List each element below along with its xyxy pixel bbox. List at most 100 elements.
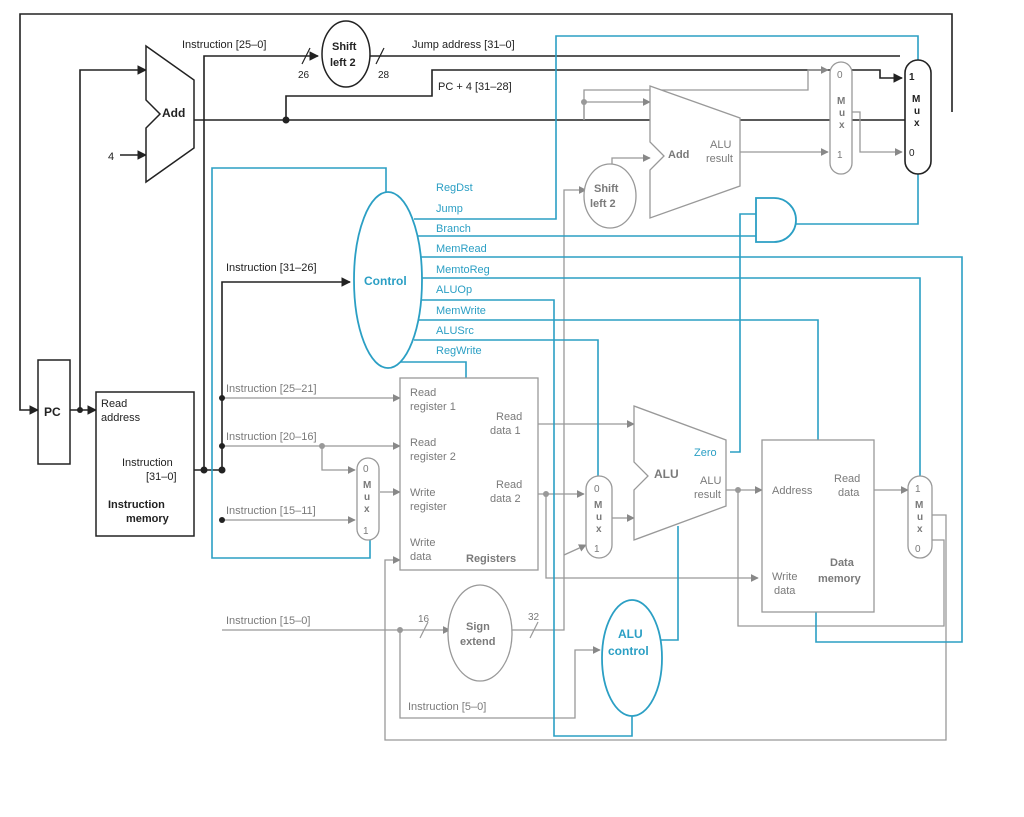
dm-title-a: Data <box>830 557 855 569</box>
signal-branch: Branch <box>436 223 471 235</box>
svg-text:u: u <box>596 512 602 523</box>
pc-adder <box>145 44 195 184</box>
instr-15-11: Instruction [15–11] <box>226 505 316 517</box>
control-unit <box>353 191 423 369</box>
rd1-b: data 1 <box>490 425 521 437</box>
svg-text:u: u <box>839 108 845 119</box>
wd-a: Write <box>410 537 435 549</box>
dm-write-b: data <box>774 585 796 597</box>
sign-extend-unit <box>447 584 513 682</box>
rd2-a: Read <box>496 479 522 491</box>
rr1-b: register 1 <box>410 401 456 413</box>
signal-jump: Jump <box>436 203 463 215</box>
main-alu <box>633 405 727 541</box>
svg-text:M: M <box>912 94 920 105</box>
bus-slashes <box>301 47 539 639</box>
svg-text:x: x <box>917 524 923 535</box>
read-address-a: Read <box>101 398 127 410</box>
rr2-a: Read <box>410 437 436 449</box>
svg-text:x: x <box>596 524 602 535</box>
shift2-mid-b: left 2 <box>590 198 616 210</box>
branch-alu-result-b: result <box>706 153 733 165</box>
register-file <box>399 377 539 571</box>
instr-mem-b: memory <box>126 513 170 525</box>
instruction-memory <box>95 391 195 537</box>
control-label: Control <box>364 274 407 288</box>
wr-b: register <box>410 501 447 513</box>
control-signal-labels: RegDst Jump Branch MemRead MemtoReg ALUO… <box>436 182 490 357</box>
registers-label: Registers <box>466 553 516 565</box>
svg-text:1: 1 <box>915 484 921 495</box>
branch-alu-result-a: ALU <box>710 139 731 151</box>
svg-text:x: x <box>839 120 845 131</box>
svg-text:1: 1 <box>837 150 843 161</box>
instr-20-16: Instruction [20–16] <box>226 431 317 443</box>
instr-31-26: Instruction [31–26] <box>226 262 317 274</box>
pc4-label: PC + 4 [31–28] <box>438 81 512 93</box>
mux-alusrc <box>585 475 613 559</box>
data-memory <box>761 439 875 613</box>
bits-32: 32 <box>528 612 540 623</box>
sign-a: Sign <box>466 621 490 633</box>
alu-control-a: ALU <box>618 627 643 641</box>
junction-dots <box>77 99 741 633</box>
svg-text:1: 1 <box>363 526 369 537</box>
mux-jump <box>904 59 932 175</box>
zero-label: Zero <box>694 447 717 459</box>
jump-address: Jump address [31–0] <box>412 39 515 51</box>
svg-text:u: u <box>364 492 370 503</box>
alu-control-b: control <box>608 644 649 658</box>
rr1-a: Read <box>410 387 436 399</box>
mux-memtoreg <box>907 475 933 559</box>
pc-register <box>37 359 71 465</box>
signal-memread: MemRead <box>436 243 487 255</box>
alu-result-b: result <box>694 489 721 501</box>
alu-result-a: ALU <box>700 475 721 487</box>
instr-25-0: Instruction [25–0] <box>182 39 266 51</box>
shift-b: left 2 <box>330 57 356 69</box>
svg-text:1: 1 <box>909 72 915 83</box>
read-address-b: address <box>101 412 141 424</box>
branch-and-gate <box>755 197 797 243</box>
svg-text:0: 0 <box>915 544 921 555</box>
signal-regdst: RegDst <box>436 182 473 194</box>
wr-a: Write <box>410 487 435 499</box>
mux-memtoreg-text: 1 M u x 0 <box>915 484 923 555</box>
instr-15-0: Instruction [15–0] <box>226 615 310 627</box>
rd2-b: data 2 <box>490 493 521 505</box>
bits-28: 28 <box>378 70 390 81</box>
svg-text:0: 0 <box>837 70 843 81</box>
svg-text:M: M <box>363 480 371 491</box>
signal-memtoreg: MemtoReg <box>436 264 490 276</box>
branch-adder <box>649 85 741 219</box>
black-wires <box>19 13 953 471</box>
svg-text:M: M <box>594 500 602 511</box>
mux-regdst-text: 0 M u x 1 <box>363 464 371 537</box>
bits-16: 16 <box>418 614 430 625</box>
svg-text:0: 0 <box>363 464 369 475</box>
instr-5-0: Instruction [5–0] <box>408 701 486 713</box>
svg-text:x: x <box>364 504 370 515</box>
dm-read-a: Read <box>834 473 860 485</box>
svg-text:0: 0 <box>594 484 600 495</box>
signal-memwrite: MemWrite <box>436 305 486 317</box>
rd1-a: Read <box>496 411 522 423</box>
signal-regwrite: RegWrite <box>436 345 482 357</box>
jump-shift-left-2 <box>321 20 371 88</box>
signal-aluop: ALUOp <box>436 284 472 296</box>
alu-control-unit <box>601 599 663 717</box>
dm-title-b: memory <box>818 573 862 585</box>
shift-a: Shift <box>332 41 357 53</box>
instr-out-b: [31–0] <box>146 471 177 483</box>
svg-text:u: u <box>914 106 920 117</box>
wd-b: data <box>410 551 432 563</box>
svg-text:M: M <box>915 500 923 511</box>
bits-26: 26 <box>298 70 310 81</box>
shift2-mid-a: Shift <box>594 183 619 195</box>
mux-branch <box>829 61 853 175</box>
instr-25-21: Instruction [25–21] <box>226 383 317 395</box>
sign-b: extend <box>460 636 495 648</box>
rr2-b: register 2 <box>410 451 456 463</box>
